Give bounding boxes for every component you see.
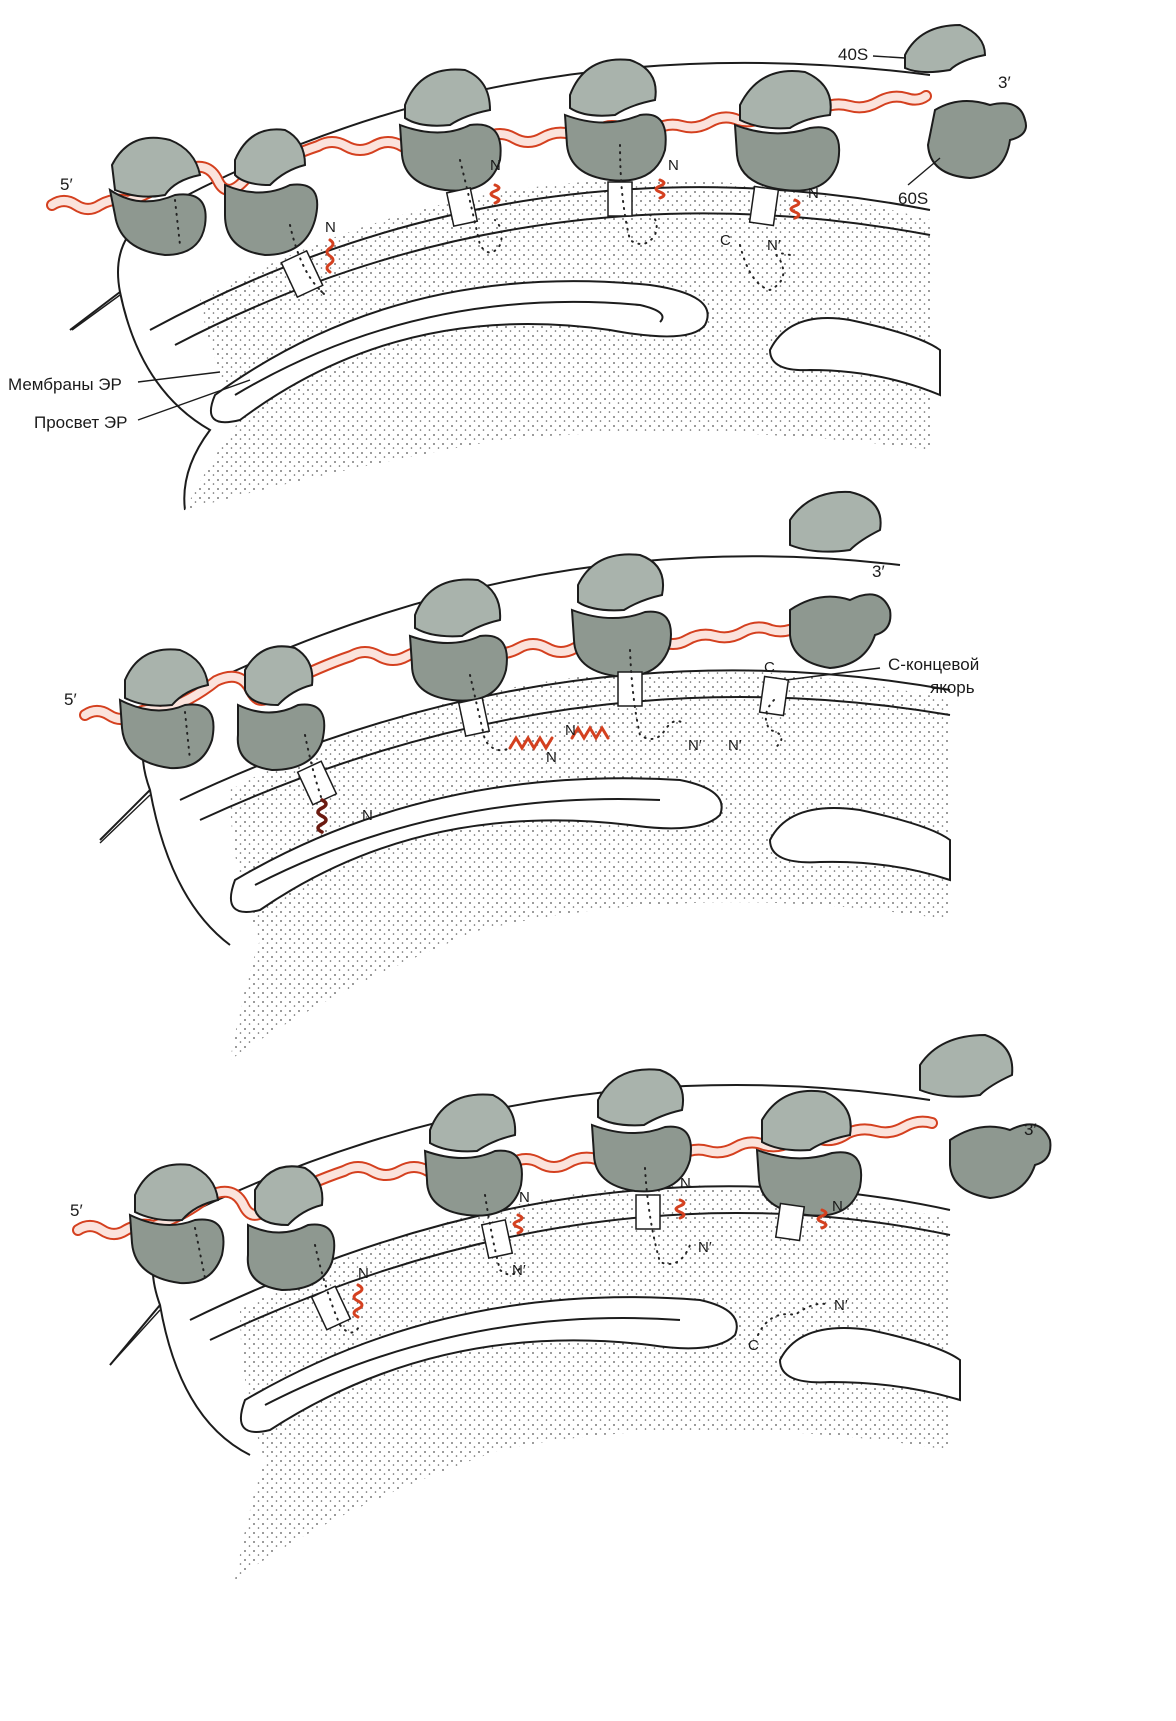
- label-n: N: [680, 1175, 691, 1192]
- ribosome: [400, 69, 501, 190]
- label-n: N: [668, 157, 679, 174]
- translocon-pore: [608, 182, 632, 216]
- label-n-prime: N′: [834, 1297, 848, 1314]
- label-5-prime: 5′: [70, 1201, 83, 1220]
- translocon-pore: [636, 1195, 660, 1229]
- translocon-pore: [776, 1203, 804, 1240]
- label-5-prime: 5′: [64, 690, 77, 709]
- label-n: N: [808, 185, 819, 202]
- label-n: N: [358, 1265, 369, 1282]
- leader-line: [873, 56, 905, 58]
- label-n: N: [325, 219, 336, 236]
- label-60s: 60S: [898, 189, 928, 208]
- panel-1: 40S 3′ 5′ 60S N N N N C N′ Мембраны ЭР П…: [8, 25, 1026, 510]
- ribosome: [130, 1164, 223, 1283]
- ribosome: [572, 554, 671, 676]
- label-5-prime: 5′: [60, 175, 73, 194]
- ribosome: [735, 71, 839, 191]
- label-er-membranes: Мембраны ЭР: [8, 375, 122, 394]
- label-n: N: [832, 1198, 843, 1215]
- ribosome-60s-subunit: [928, 101, 1026, 178]
- label-n-prime: N′: [512, 1262, 526, 1279]
- label-n-prime: N′: [698, 1239, 712, 1256]
- label-c: C: [764, 659, 775, 676]
- ribosome: [565, 59, 666, 180]
- leader-line: [110, 1310, 160, 1365]
- panel-3: 3′ 5′ N N N N N′ N′ N′ C: [70, 1035, 1050, 1580]
- ribosome-40s-subunit: [905, 25, 985, 72]
- label-n-prime: N′: [728, 737, 742, 754]
- label-n: N: [565, 722, 576, 739]
- label-3-prime: 3′: [872, 562, 885, 581]
- label-n: N: [519, 1189, 530, 1206]
- label-c: C: [720, 232, 731, 249]
- er-sheet-outline: [150, 790, 230, 945]
- ribosome-40s-subunit: [790, 492, 881, 552]
- ribosome: [238, 646, 324, 770]
- label-3-prime: 3′: [998, 73, 1011, 92]
- translocon-pore: [760, 677, 789, 716]
- leader-line: [908, 158, 940, 185]
- label-c: C: [748, 1337, 759, 1354]
- label-3-prime: 3′: [1024, 1120, 1037, 1139]
- label-n-prime: N′: [767, 237, 781, 254]
- ribosome: [110, 138, 206, 255]
- ribosome-40s-subunit: [920, 1035, 1012, 1097]
- ribosome: [757, 1091, 861, 1216]
- label-c-anchor: С-концевой: [888, 655, 979, 674]
- label-c-anchor: якорь: [930, 678, 975, 697]
- ribosome: [592, 1069, 691, 1191]
- label-n-prime: N′: [688, 737, 702, 754]
- label-40s: 40S: [838, 45, 868, 64]
- leader-line: [72, 295, 120, 330]
- ribosome: [425, 1094, 522, 1215]
- label-n: N: [546, 749, 557, 766]
- translocon-pore: [618, 672, 642, 706]
- er-sheet-outline: [120, 292, 210, 510]
- label-n: N: [490, 157, 501, 174]
- ribosome: [410, 579, 507, 700]
- label-er-lumen: Просвет ЭР: [34, 413, 127, 432]
- leader-line: [100, 795, 150, 843]
- translocon-pore: [750, 187, 779, 226]
- label-n: N: [362, 807, 373, 824]
- panel-2: 3′ 5′ C С-концевой якорь N N N′ N′ N: [64, 492, 979, 1060]
- ribosome-60s-subunit: [790, 594, 890, 668]
